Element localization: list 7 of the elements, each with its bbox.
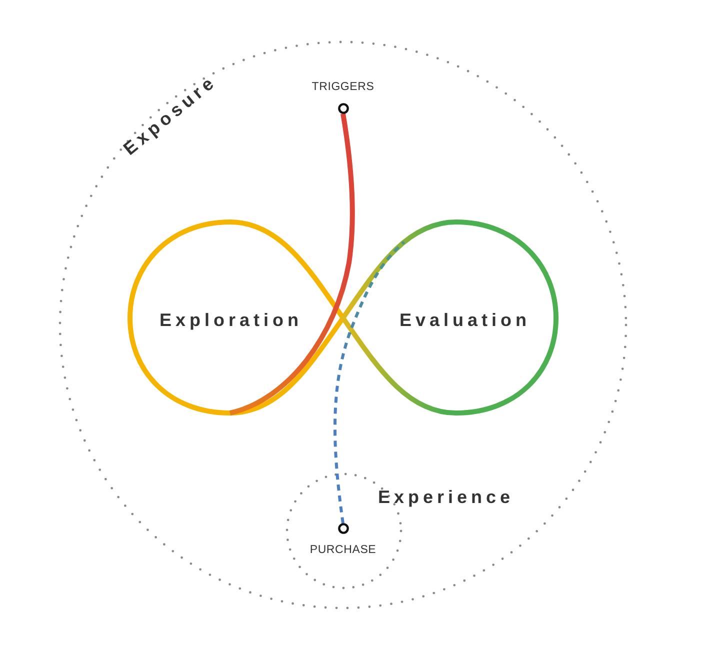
stage-label: Exploration (160, 309, 302, 331)
curved-connector (229, 113, 355, 416)
point-label: TRIGGERS (312, 80, 374, 94)
stage-label: Evaluation (399, 309, 531, 331)
dashed-connector (333, 240, 406, 524)
stage-label: Experience (378, 486, 514, 508)
point-label: PURCHASE (310, 543, 376, 557)
